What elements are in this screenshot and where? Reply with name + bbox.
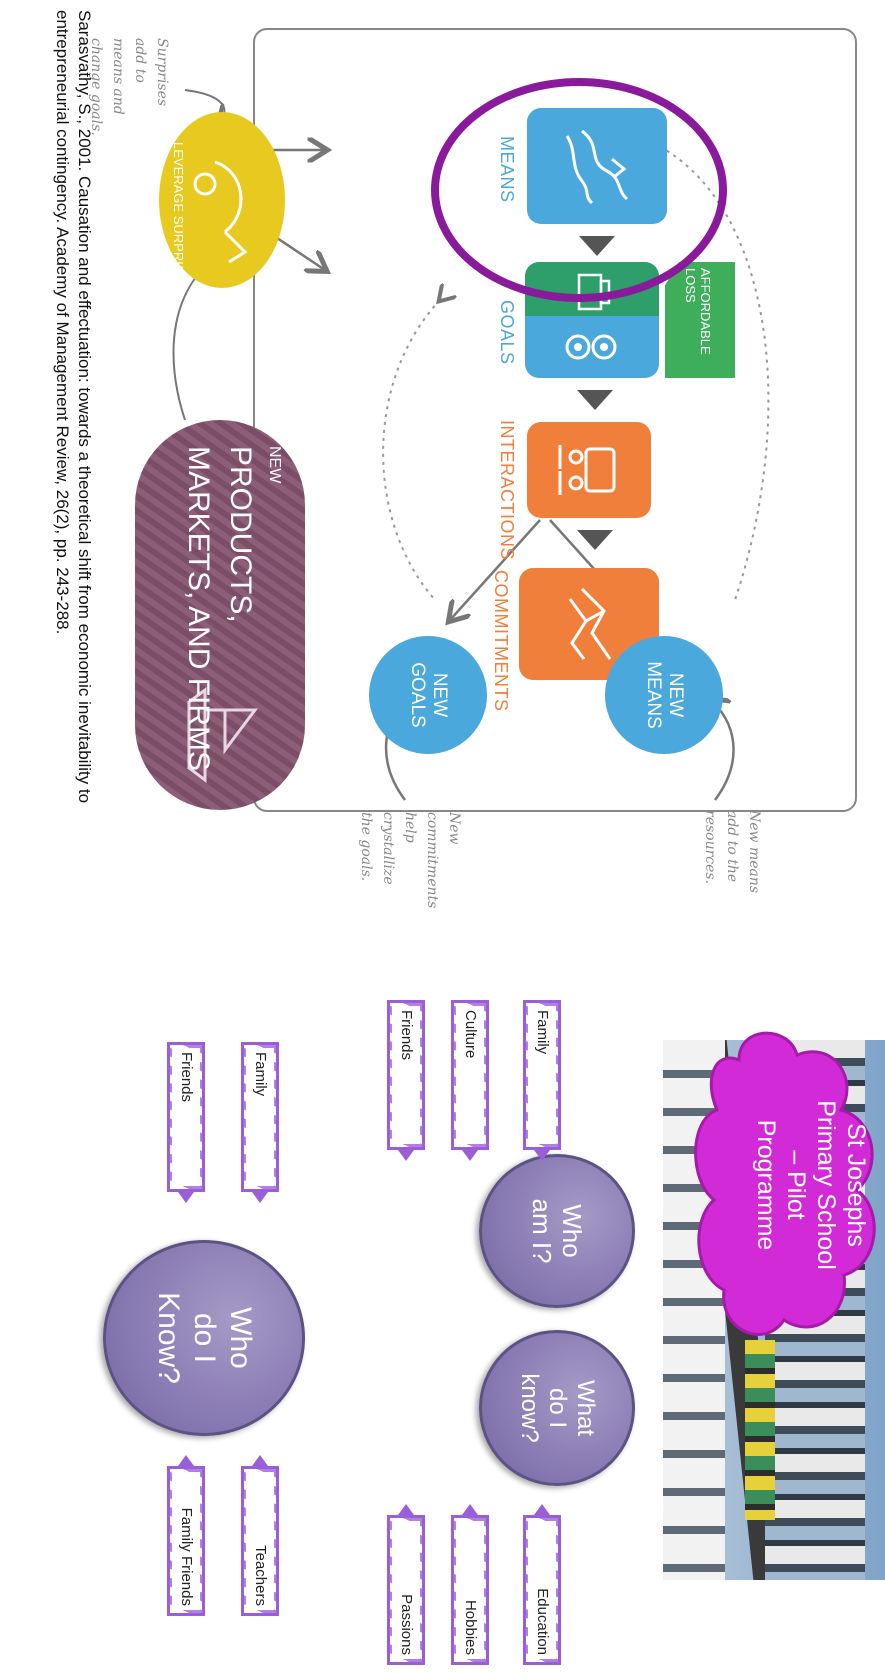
outcome-line1: NEW [266, 446, 283, 484]
affordable-loss-label: AFFORDABLE LOSS [683, 268, 713, 355]
new-means-line1: NEW [665, 672, 686, 718]
highlight-ring [431, 78, 727, 302]
who-am-i-line1: Who [557, 1204, 587, 1258]
new-means-line2: MEANS [643, 661, 664, 729]
gears-icon [565, 334, 617, 360]
label-friends: Friends [387, 1000, 425, 1161]
note-line: crystallize [380, 812, 396, 885]
label-text: Education [528, 1521, 556, 1659]
what-do-i-know-line3: know? [516, 1373, 543, 1443]
people-icon [558, 445, 616, 495]
label-family-friends: Family Friends [167, 1455, 205, 1616]
note-line: resources. [702, 810, 718, 885]
note-line: add to [132, 38, 148, 83]
label-text: Friends [392, 1006, 420, 1144]
outcome-line3: MARKETS, AND FIRMS [182, 446, 215, 772]
affordable-loss-banner: AFFORDABLE LOSS [665, 262, 735, 378]
chevron-right-icon [577, 530, 613, 550]
commitments-label: COMMITMENTS [491, 570, 511, 712]
what-do-i-know-line1: What [572, 1379, 599, 1436]
ship-icon [187, 687, 258, 783]
new-goals-line1: NEW [429, 672, 450, 718]
title-line: – Pilot [782, 1150, 810, 1220]
label-passions: Passions [387, 1504, 425, 1665]
chevron-right-icon [577, 390, 613, 410]
label-text: Family Friends [172, 1472, 200, 1610]
outcome-line2: PRODUCTS, [224, 446, 257, 623]
who-do-i-know-line1: Who [224, 1307, 257, 1369]
who-do-i-know-line2: do I [188, 1312, 221, 1364]
note-line: means and [110, 38, 126, 115]
new-goals-oval: NEW GOALS [369, 636, 487, 754]
label-friends-2: Friends [167, 1042, 205, 1203]
dashed-loop-top [615, 130, 770, 601]
label-text: Family [246, 1048, 274, 1186]
note-new-means: New means add to the resources. [699, 810, 765, 893]
label-culture: Culture [451, 1000, 489, 1161]
label-text: Friends [172, 1048, 200, 1186]
dashed-loop-bottom [382, 300, 440, 601]
leverage-surprise-label: LEVERAGE SURPRISE [171, 142, 186, 283]
title-line: Programme [752, 1119, 780, 1251]
who-do-i-know-line3: Know? [152, 1292, 185, 1384]
note-new-goals: New commitments help crystallize the goa… [355, 812, 465, 908]
means-tile [527, 108, 667, 224]
label-text: Family [528, 1006, 556, 1144]
label-family: Family [523, 1000, 561, 1161]
title-cloud [694, 1031, 876, 1336]
citation-line2: entrepreneurial contingency. Academy of … [53, 10, 72, 635]
parachute-icon [193, 160, 248, 264]
note-line: New means [746, 810, 762, 894]
label-family-2: Family [241, 1042, 279, 1203]
who-am-i-line2: am I? [527, 1198, 557, 1264]
label-text: Teachers [246, 1472, 274, 1610]
commitments-tile [519, 568, 659, 680]
interactions-tile [527, 422, 651, 518]
arrow-to-new-goals [450, 519, 541, 620]
label-teachers: Teachers [241, 1455, 279, 1616]
school-title: St Josephs Primary School – Pilot Progra… [751, 1040, 871, 1330]
leverage-surprise-blob: LEVERAGE SURPRISE [159, 112, 285, 288]
what-do-i-know-line2: do I [544, 1387, 571, 1429]
note-line: commitments [424, 812, 440, 909]
hands-icon [565, 129, 629, 205]
label-hobbies: Hobbies [451, 1504, 489, 1665]
affordable-loss-tile [525, 262, 659, 322]
goals-label: GOALS [497, 300, 517, 365]
who-am-i-circle: Who am I? [479, 1154, 635, 1308]
interactions-label: INTERACTIONS [497, 420, 517, 561]
building-colour-panels [745, 1340, 775, 1520]
who-do-i-know-circle: Who do I Know? [103, 1240, 305, 1436]
new-goals-line2: GOALS [407, 662, 428, 728]
title-line: Primary School [812, 1100, 840, 1270]
citation: Sarasvathy, S., 2001. Causation and effe… [51, 10, 95, 1050]
label-text: Hobbies [456, 1521, 484, 1659]
outcome-blob: NEW PRODUCTS, MARKETS, AND FIRMS [135, 420, 305, 810]
new-means-oval: NEW MEANS [605, 636, 723, 754]
handshake-icon [568, 587, 612, 660]
label-text: Culture [456, 1006, 484, 1144]
title-line: St Josephs [842, 1123, 870, 1247]
citation-line1: Sarasvathy, S., 2001. Causation and effe… [75, 10, 94, 804]
note-line: add to the [724, 810, 740, 883]
note-line: help [402, 812, 418, 843]
label-education: Education [523, 1504, 561, 1665]
cash-register-icon [577, 273, 611, 311]
note-line: New [446, 812, 462, 845]
note-line: the goals. [358, 812, 374, 882]
goals-tile [525, 316, 659, 378]
what-do-i-know-circle: What do I know? [479, 1330, 635, 1486]
label-text: Passions [392, 1521, 420, 1659]
